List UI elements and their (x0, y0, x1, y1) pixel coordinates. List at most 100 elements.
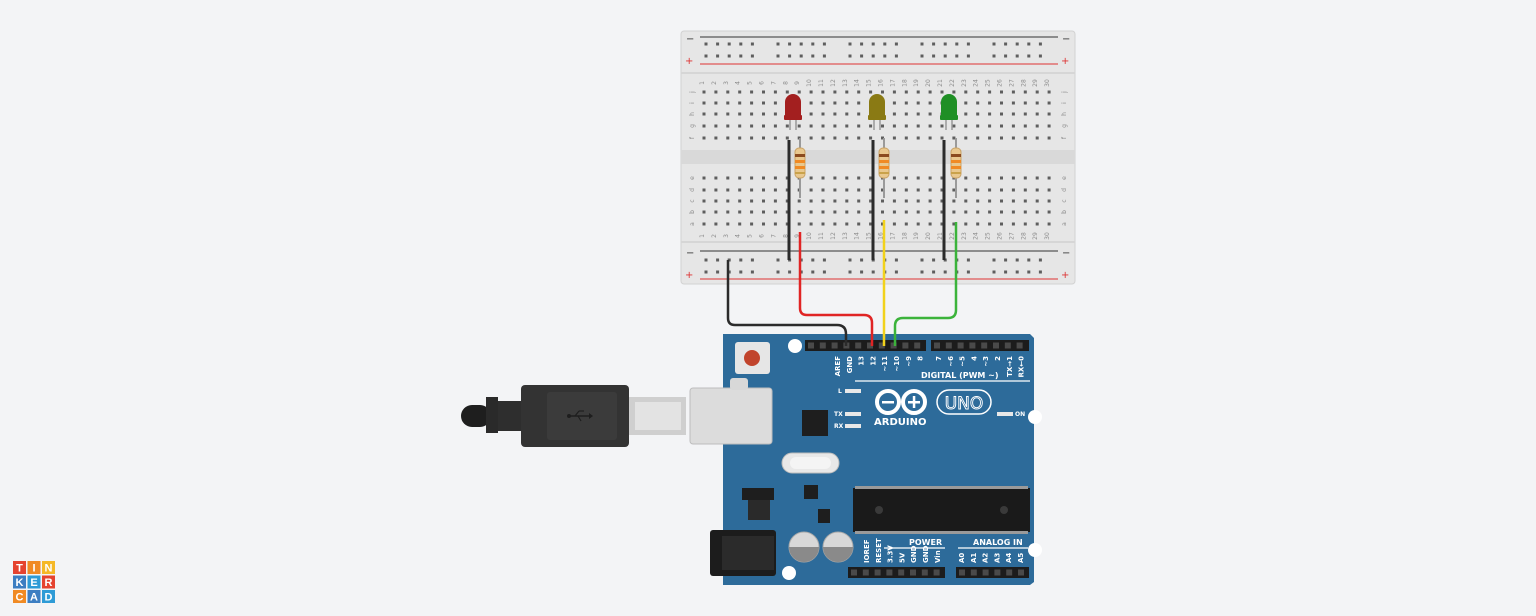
breadboard-hole[interactable] (916, 90, 920, 94)
header-pin-socket[interactable] (1016, 342, 1023, 349)
breadboard-hole[interactable] (1023, 210, 1027, 214)
rail-hole[interactable] (716, 42, 720, 46)
header-pin-socket[interactable] (831, 342, 838, 349)
rail-hole[interactable] (883, 42, 887, 46)
breadboard-hole[interactable] (702, 199, 706, 203)
breadboard-hole[interactable] (762, 101, 765, 105)
breadboard-hole[interactable] (762, 124, 765, 128)
breadboard-hole[interactable] (726, 188, 730, 192)
breadboard-hole[interactable] (892, 188, 896, 192)
breadboard-hole[interactable] (714, 112, 718, 116)
rail-hole[interactable] (750, 42, 754, 46)
rail-hole[interactable] (704, 270, 708, 274)
header-pin-socket[interactable] (851, 569, 857, 576)
breadboard-hole[interactable] (940, 90, 944, 94)
breadboard-hole[interactable] (750, 101, 754, 105)
breadboard-hole[interactable] (892, 210, 896, 214)
breadboard-hole[interactable] (750, 222, 754, 226)
rail-hole[interactable] (750, 270, 754, 274)
breadboard-hole[interactable] (940, 222, 944, 226)
rail-hole[interactable] (716, 54, 720, 58)
header-pin-socket[interactable] (959, 569, 965, 576)
power-header[interactable] (848, 567, 945, 578)
breadboard-hole[interactable] (988, 136, 992, 140)
breadboard-hole[interactable] (1035, 124, 1039, 128)
rail-hole[interactable] (955, 42, 959, 46)
breadboard-hole[interactable] (952, 136, 956, 140)
breadboard-hole[interactable] (881, 90, 884, 94)
breadboard-hole[interactable] (809, 136, 813, 140)
breadboard-hole[interactable] (726, 199, 730, 203)
breadboard-hole[interactable] (916, 101, 920, 105)
breadboard-hole[interactable] (702, 101, 706, 105)
rail-hole[interactable] (1004, 258, 1008, 262)
breadboard-hole[interactable] (1035, 222, 1039, 226)
breadboard-hole[interactable] (952, 188, 956, 192)
rail-hole[interactable] (776, 258, 780, 262)
breadboard-hole[interactable] (869, 188, 873, 192)
rail-hole[interactable] (788, 42, 792, 46)
breadboard-hole[interactable] (892, 199, 896, 203)
breadboard-hole[interactable] (857, 124, 861, 128)
breadboard-hole[interactable] (1047, 222, 1051, 226)
breadboard-hole[interactable] (845, 124, 849, 128)
breadboard-hole[interactable] (1023, 124, 1027, 128)
breadboard-hole[interactable] (821, 112, 825, 116)
rail-hole[interactable] (1027, 270, 1031, 274)
header-pin-socket[interactable] (969, 342, 976, 349)
breadboard-hole[interactable] (809, 176, 813, 180)
rail-hole[interactable] (1038, 42, 1042, 46)
breadboard-hole[interactable] (857, 136, 861, 140)
breadboard-hole[interactable] (988, 112, 992, 116)
breadboard-hole[interactable] (773, 90, 777, 94)
rail-hole[interactable] (822, 270, 826, 274)
rail-hole[interactable] (822, 54, 826, 58)
breadboard-hole[interactable] (1000, 222, 1003, 226)
breadboard-hole[interactable] (904, 188, 908, 192)
breadboard-hole[interactable] (738, 112, 742, 116)
breadboard-hole[interactable] (821, 210, 825, 214)
breadboard-hole[interactable] (988, 90, 992, 94)
rail-hole[interactable] (1027, 258, 1031, 262)
breadboard-hole[interactable] (892, 136, 896, 140)
breadboard-hole[interactable] (762, 176, 765, 180)
rail-hole[interactable] (788, 54, 792, 58)
breadboard-hole[interactable] (726, 124, 730, 128)
header-pin-socket[interactable] (1006, 569, 1013, 576)
breadboard-hole[interactable] (857, 90, 861, 94)
breadboard-hole[interactable] (702, 90, 706, 94)
breadboard-hole[interactable] (750, 188, 754, 192)
breadboard-hole[interactable] (869, 90, 873, 94)
rail-hole[interactable] (704, 54, 708, 58)
breadboard-hole[interactable] (714, 210, 718, 214)
breadboard-hole[interactable] (833, 199, 837, 203)
breadboard-hole[interactable] (904, 210, 908, 214)
rail-hole[interactable] (1038, 270, 1042, 274)
breadboard-hole[interactable] (762, 112, 765, 116)
breadboard-hole[interactable] (892, 124, 896, 128)
breadboard-hole[interactable] (964, 90, 968, 94)
breadboard-hole[interactable] (821, 124, 825, 128)
rail-hole[interactable] (776, 54, 780, 58)
breadboard-hole[interactable] (928, 176, 932, 180)
breadboard-hole[interactable] (928, 90, 932, 94)
breadboard-hole[interactable] (726, 176, 730, 180)
breadboard-hole[interactable] (976, 176, 980, 180)
rail-hole[interactable] (1015, 258, 1019, 262)
rail-hole[interactable] (966, 42, 970, 46)
digital-header-left[interactable] (805, 340, 926, 351)
breadboard-hole[interactable] (881, 124, 884, 128)
rail-hole[interactable] (822, 42, 826, 46)
breadboard-hole[interactable] (964, 188, 968, 192)
rail-hole[interactable] (894, 258, 898, 262)
rail-hole[interactable] (955, 54, 959, 58)
breadboard-hole[interactable] (881, 199, 884, 203)
rail-hole[interactable] (966, 54, 970, 58)
breadboard-hole[interactable] (964, 176, 968, 180)
breadboard-hole[interactable] (1000, 136, 1003, 140)
breadboard-hole[interactable] (916, 136, 920, 140)
breadboard-hole[interactable] (702, 124, 706, 128)
breadboard-hole[interactable] (1011, 199, 1015, 203)
rail-hole[interactable] (739, 42, 743, 46)
breadboard-hole[interactable] (785, 222, 789, 226)
